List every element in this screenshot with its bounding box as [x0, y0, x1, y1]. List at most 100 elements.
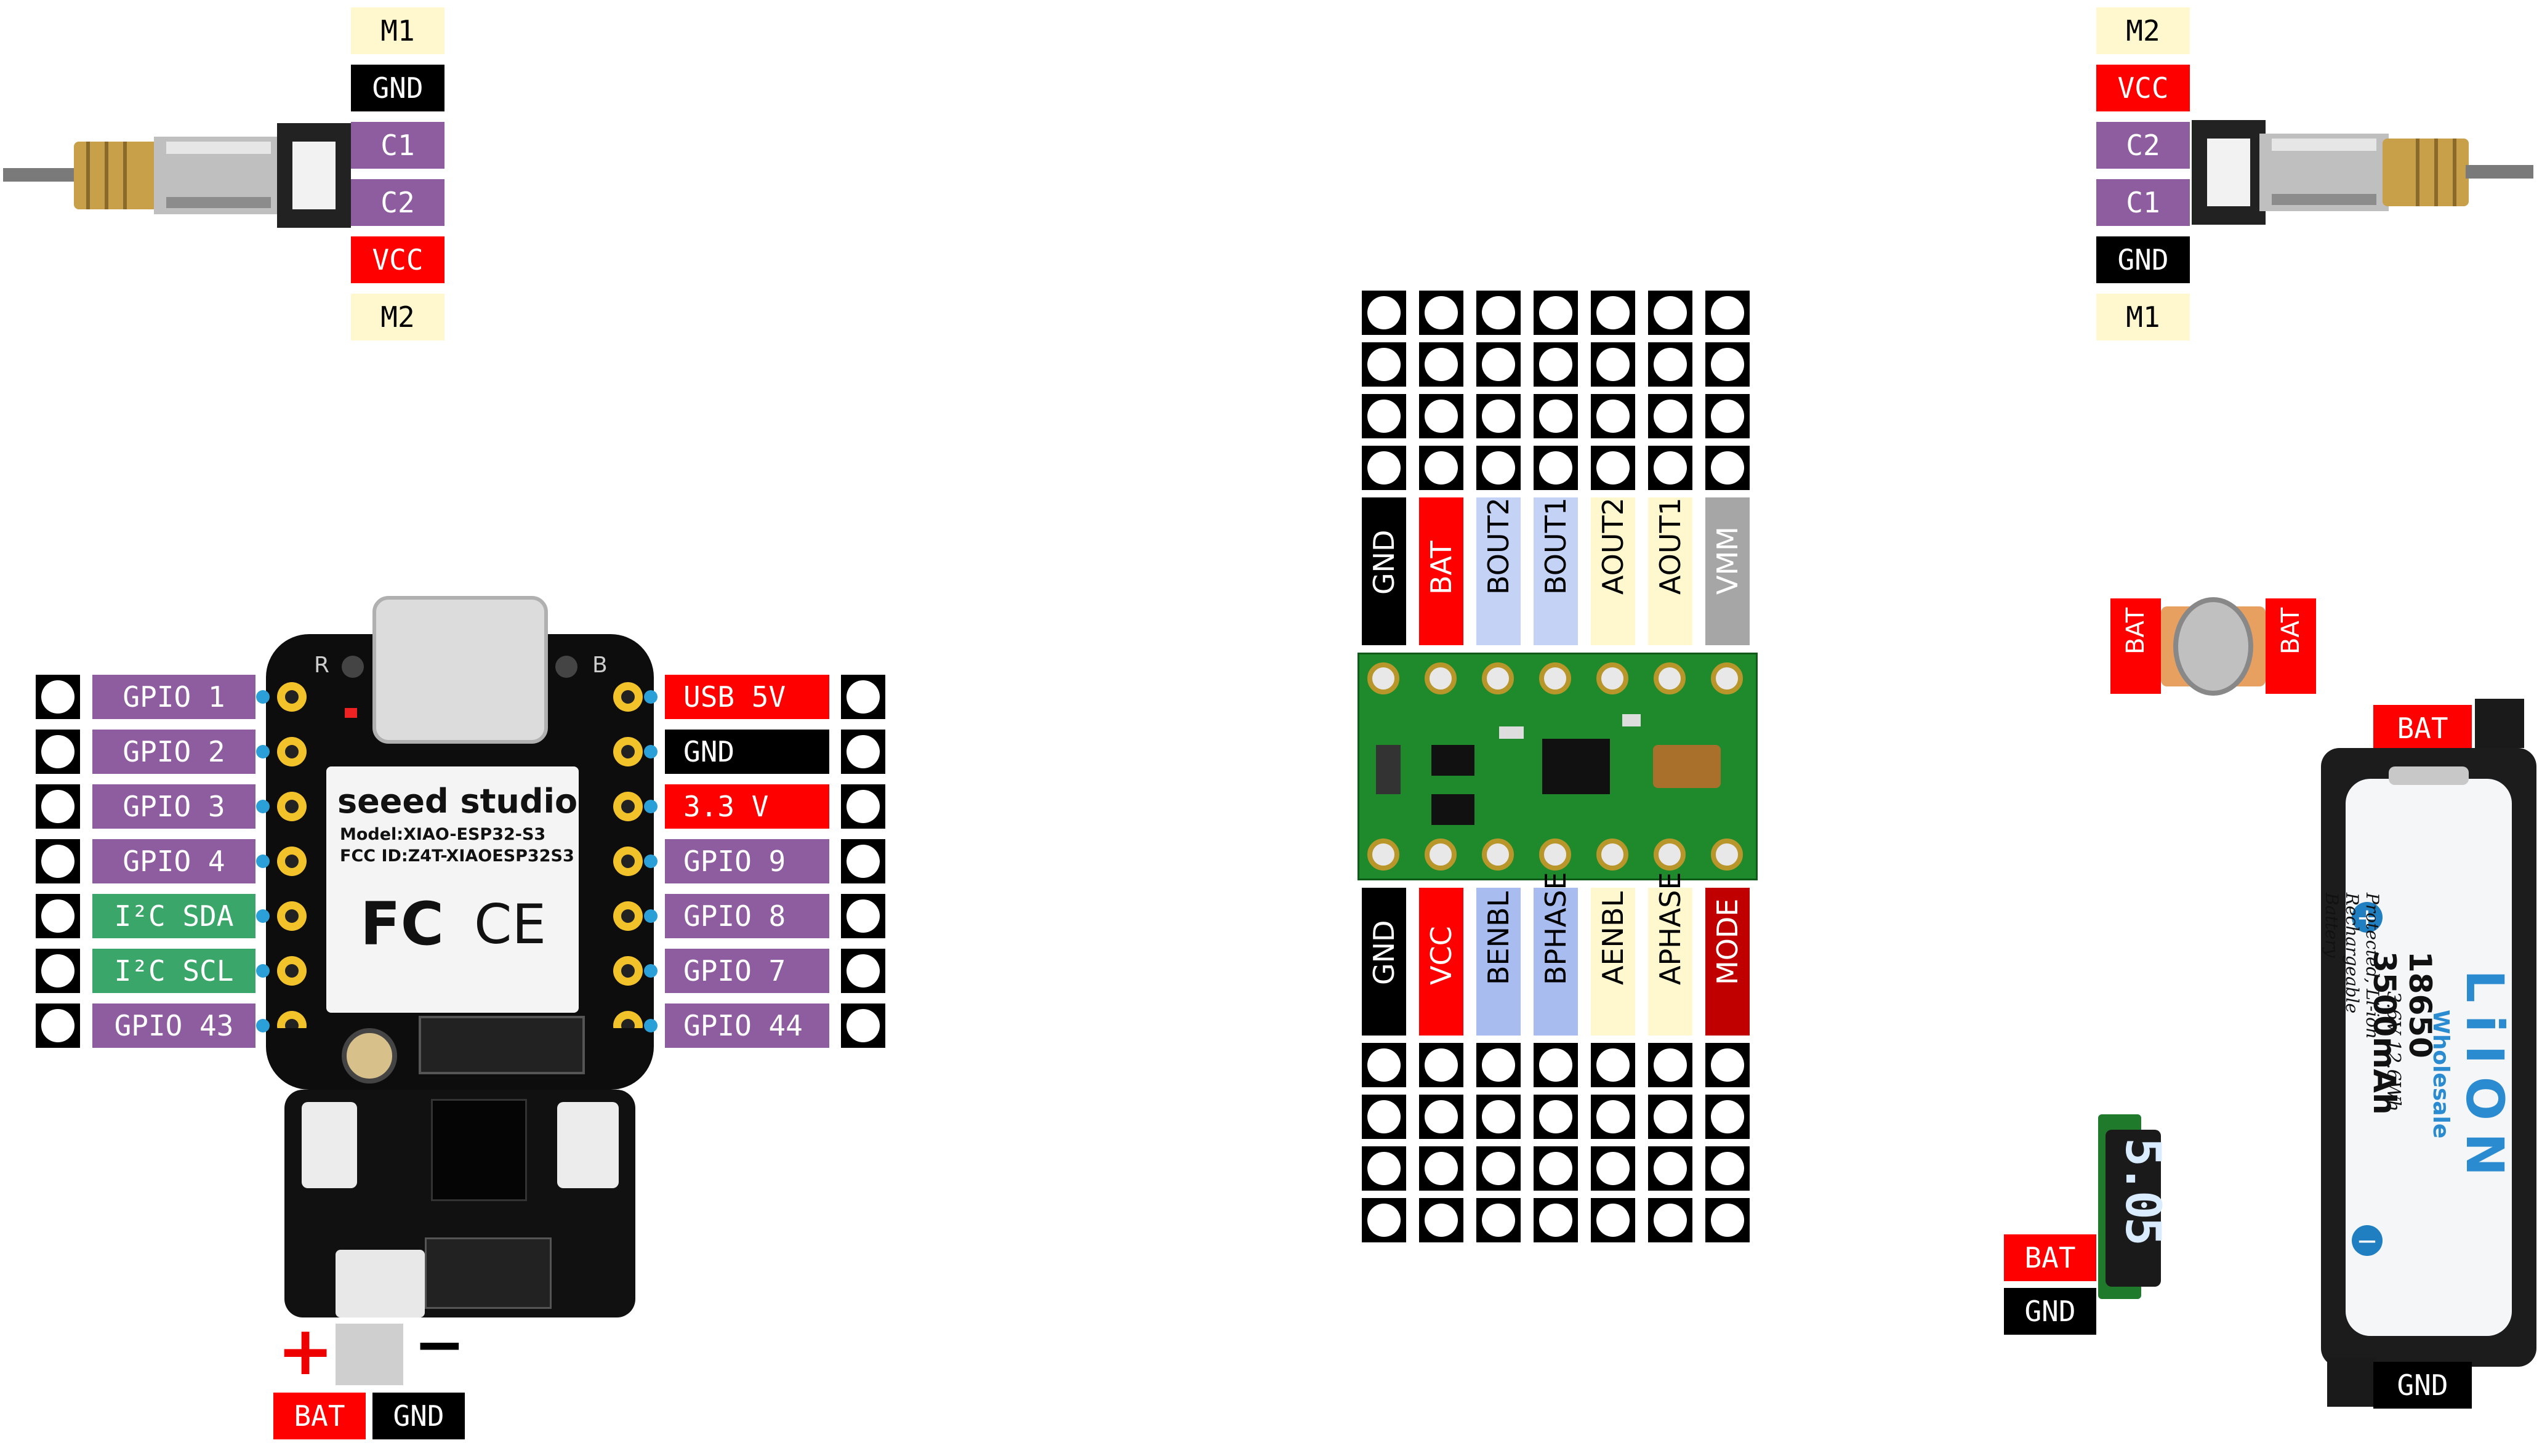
xiao-shield-can [326, 766, 579, 1013]
led-icon [345, 708, 357, 718]
motor-right-image [2192, 120, 2533, 225]
xiao-left-pin-7: GPIO 43 [92, 1004, 255, 1048]
driver-bottom-pin-2: VCC [1419, 888, 1463, 1036]
xiao-right-pin-3: 3.3 V [665, 784, 829, 829]
xiao-left-pin-4: GPIO 4 [92, 839, 255, 883]
motor-left-pin-5: VCC [351, 236, 444, 283]
battery-bat-label: BAT [2373, 705, 2472, 752]
xiao-right-pad-4 [841, 839, 885, 883]
motor-right-pin-2: VCC [2096, 65, 2190, 111]
battery-spec: 3.6V 12.6Wh [2383, 991, 2404, 1112]
driver-top-pin-4: BOUT1 [1534, 497, 1578, 645]
xiao-left-pin-5: I²C SDA [92, 894, 255, 938]
motor-right-pin-5: GND [2096, 236, 2190, 283]
xiao-left-pad-5 [36, 894, 80, 938]
driver-top-pin-1: GND [1362, 497, 1406, 645]
battery-positive-cap [2389, 766, 2469, 785]
usb-c-connector [372, 596, 548, 744]
xiao-left-dot-3 [256, 800, 270, 813]
xiao-right-dot-4 [644, 855, 658, 868]
xiao-right-pad-5 [841, 894, 885, 938]
motor-right-pin-6: M1 [2096, 294, 2190, 340]
battery-holder-tab-bottom [2327, 1357, 2376, 1407]
battery-gnd-label: GND [2373, 1362, 2472, 1409]
antenna-connector [342, 1028, 397, 1084]
xiao-left-pad-6 [36, 949, 80, 993]
xiao-gnd-label: GND [372, 1393, 465, 1439]
driver-top-pin-5: AOUT2 [1591, 497, 1635, 645]
reset-button[interactable] [342, 656, 364, 678]
boot-button[interactable] [555, 656, 577, 678]
grove-connector-left [302, 1102, 357, 1188]
xiao-left-pin-1: GPIO 1 [92, 675, 255, 719]
driver-pcb [1357, 653, 1758, 880]
xiao-left-pin-3: GPIO 3 [92, 784, 255, 829]
xiao-left-dot-1 [256, 690, 270, 704]
xiao-left-pin-6: I²C SCL [92, 949, 255, 993]
motor-left-image [3, 123, 351, 228]
voltmeter-gnd-label: GND [2004, 1288, 2096, 1335]
xiao-right-pad-2 [841, 730, 885, 774]
battery-holder-tab-top [2475, 699, 2524, 748]
xiao-right-pad-7 [841, 1004, 885, 1048]
motor-left-pin-1: M1 [351, 7, 444, 54]
battery-jst-connector [336, 1250, 425, 1317]
xiao-left-dot-7 [256, 1019, 270, 1032]
battery-minus-sign: − [414, 1308, 465, 1380]
fc-mark: FC [360, 890, 444, 959]
xiao-bat-label: BAT [273, 1393, 366, 1439]
board-connector [419, 1016, 585, 1074]
xiao-left-dot-4 [256, 855, 270, 868]
xiao-brand: seeed studio [337, 782, 578, 821]
xiao-right-pin-6: GPIO 7 [665, 949, 829, 993]
xiao-right-pin-1: USB 5V [665, 675, 829, 719]
xiao-right-dot-6 [644, 964, 658, 978]
driver-top-pin-7: VMM [1705, 497, 1750, 645]
voltmeter-reading: 5.05 [2115, 1138, 2170, 1244]
jst-plug-icon [336, 1324, 403, 1385]
xiao-left-dot-2 [256, 745, 270, 758]
xiao-right-dot-2 [644, 745, 658, 758]
xiao-fcc-id: FCC ID:Z4T-XIAOESP32S3 [340, 847, 574, 866]
driver-top-pin-2: BAT [1419, 497, 1463, 645]
xiao-right-pad-3 [841, 784, 885, 829]
driver-bottom-pin-5: AENBL [1591, 888, 1635, 1036]
xiao-right-dot-5 [644, 909, 658, 923]
swd-header [425, 1237, 552, 1309]
grove-connector-right [557, 1102, 619, 1188]
ce-mark: CE [474, 893, 547, 956]
led-r-label: R [314, 653, 330, 678]
xiao-right-dot-3 [644, 800, 658, 813]
xiao-left-pad-4 [36, 839, 80, 883]
motor-right-pin-3: C2 [2096, 122, 2190, 169]
xiao-left-dot-6 [256, 964, 270, 978]
xiao-right-pin-4: GPIO 9 [665, 839, 829, 883]
driver-top-pin-6: AOUT1 [1648, 497, 1692, 645]
xiao-model: Model:XIAO-ESP32-S3 [340, 825, 546, 844]
driver-bottom-pin-6: APHASE [1648, 872, 1692, 1036]
xiao-right-pin-5: GPIO 8 [665, 894, 829, 938]
xiao-left-pad-1 [36, 675, 80, 719]
voltmeter-display-bezel [2106, 1130, 2161, 1287]
battery-plus-sign: + [277, 1311, 334, 1390]
motor-right-pin-1: M2 [2096, 7, 2190, 54]
xiao-right-pin-2: GND [665, 730, 829, 774]
switch-bat-left: BAT [2110, 598, 2161, 694]
motor-left-pin-2: GND [351, 65, 444, 111]
driver-bottom-pin-4: BPHASE [1534, 872, 1578, 1036]
battery-minus-icon: − [2352, 1225, 2383, 1256]
driver-bottom-pin-3: BENBL [1476, 888, 1521, 1036]
xiao-right-pad-1 [841, 675, 885, 719]
driver-bottom-pin-1: GND [1362, 888, 1406, 1036]
oled-area [431, 1099, 527, 1201]
xiao-right-pin-7: GPIO 44 [665, 1004, 829, 1048]
xiao-right-pad-6 [841, 949, 885, 993]
motor-left-pin-6: M2 [351, 294, 444, 340]
battery-desc: Protected, Li-ion Rechargeable Battery [2322, 893, 2383, 1039]
driver-bottom-pin-7: MODE [1705, 888, 1750, 1036]
xiao-left-dot-5 [256, 909, 270, 923]
switch-lever-icon[interactable] [2173, 597, 2253, 696]
xiao-castellated-pads [277, 682, 643, 1028]
xiao-left-pin-2: GPIO 2 [92, 730, 255, 774]
motor-right-pin-4: C1 [2096, 179, 2190, 226]
